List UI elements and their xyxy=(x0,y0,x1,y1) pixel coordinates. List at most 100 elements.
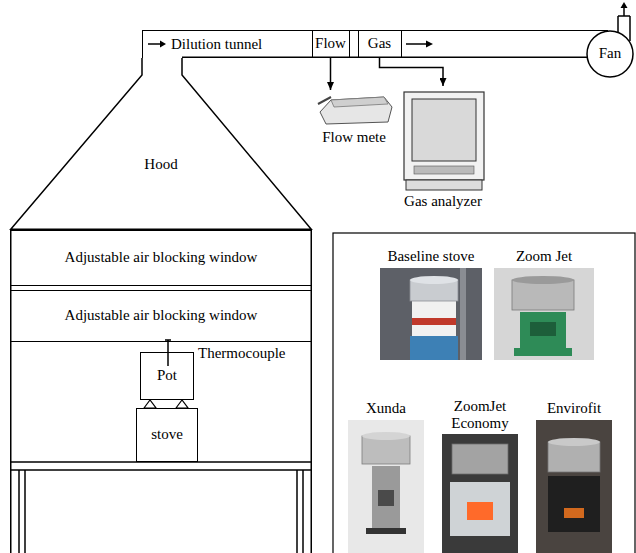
node-text: Xunda xyxy=(366,400,406,417)
node-text: Hood xyxy=(144,156,177,173)
node-text: Dilution tunnel xyxy=(171,36,262,53)
photo-ground xyxy=(380,268,482,360)
node-text: Envirofit xyxy=(547,400,601,417)
meter-probe xyxy=(318,97,331,104)
analyzer-body xyxy=(404,92,484,180)
node-text: stove xyxy=(151,426,183,443)
node-text: Baseline stove xyxy=(387,248,474,265)
photo-ground xyxy=(442,434,518,553)
node-text: Zoom Jet xyxy=(516,248,572,265)
analyzer-keys xyxy=(414,166,474,174)
pot-supports xyxy=(144,400,188,408)
photo-stove xyxy=(520,312,566,348)
photo-fire xyxy=(564,508,584,518)
duct-lines xyxy=(182,57,606,59)
support xyxy=(144,400,156,408)
photo-stove xyxy=(450,482,510,536)
part-label: Thermocouple xyxy=(198,345,285,362)
stove-photo: Xunda xyxy=(346,400,426,553)
photo-stand xyxy=(410,336,458,360)
photo-panel xyxy=(333,233,635,553)
cabinet-leg xyxy=(302,470,304,553)
node-text: Gas analyzer xyxy=(404,193,482,210)
node-text: Adjustable air blocking window xyxy=(65,307,258,324)
connector-arrow xyxy=(330,58,332,91)
node-text: Gas xyxy=(368,35,391,52)
cabinet-leg xyxy=(24,470,26,553)
photo-pot xyxy=(548,442,600,472)
node-text: Adjustable air blocking window xyxy=(65,249,258,266)
photo-baseline-stove xyxy=(380,268,482,360)
cabinet-leg xyxy=(18,470,20,553)
photo-pot xyxy=(512,280,574,310)
photo-fire xyxy=(467,502,493,520)
photo-envirofit xyxy=(536,420,612,553)
photo-pot xyxy=(452,444,508,474)
photo-stove xyxy=(548,476,600,532)
photo-ground xyxy=(348,420,424,553)
rod xyxy=(167,340,169,366)
flow-section: Flow xyxy=(312,30,350,58)
thermocouple-rod xyxy=(165,340,171,366)
flow-meter-picture xyxy=(318,97,392,124)
support xyxy=(176,400,188,408)
arrow-head xyxy=(621,2,628,8)
dilution-tunnel: Dilution tunnel Flow Gas xyxy=(142,30,608,58)
duct-wall xyxy=(182,57,606,59)
flow-meter: Flow mete xyxy=(312,90,396,146)
photo-lid xyxy=(548,438,600,446)
analyzer-base xyxy=(406,180,482,190)
cabinet-frame xyxy=(10,230,312,553)
photo-stand xyxy=(366,528,406,534)
arrow-shaft xyxy=(406,43,427,45)
arrow-shaft xyxy=(623,7,625,16)
photo-ground xyxy=(536,420,612,553)
photo-lid xyxy=(410,276,458,284)
outlet-wall xyxy=(617,16,619,32)
gas-section: Gas xyxy=(358,30,402,58)
stove-photo: ZoomJet Economy xyxy=(440,398,520,553)
gas-analyzer: Gas analyzer xyxy=(396,86,490,210)
photo-zoomjet-economy xyxy=(442,434,518,553)
cabinet-leg xyxy=(296,470,298,553)
stove-box: stove xyxy=(136,408,198,462)
pot-box: Pot xyxy=(140,352,194,400)
hood-outline xyxy=(11,58,312,229)
node-text: ZoomJet Economy xyxy=(440,398,520,433)
meter-top xyxy=(331,97,388,107)
meter-body xyxy=(320,97,392,124)
photo-stove-door xyxy=(530,322,556,336)
photo-stove xyxy=(372,466,400,528)
fan-circle: Fan xyxy=(586,30,634,78)
arrow-shaft xyxy=(148,43,161,45)
node-text: Flow mete xyxy=(322,129,386,146)
arrow-head xyxy=(426,41,433,48)
photo-xunda xyxy=(348,420,424,553)
hood-shape: Hood xyxy=(10,58,312,230)
photo-stove xyxy=(412,300,456,336)
rod-cap xyxy=(165,339,171,341)
stove-photo: Envirofit xyxy=(534,400,614,553)
stove-photo: Baseline stove xyxy=(372,248,490,360)
photo-lid xyxy=(512,276,574,284)
photo-stove-door xyxy=(378,490,394,506)
photo-pole xyxy=(460,268,466,360)
node-text: Fan xyxy=(599,45,622,62)
photo-stove-base xyxy=(514,348,572,356)
photo-lid xyxy=(362,432,410,440)
photo-ground xyxy=(494,268,594,360)
outlet-wall xyxy=(629,16,631,41)
hood-outline xyxy=(10,58,312,230)
connector-arrow xyxy=(380,58,444,87)
photo-stove-band xyxy=(412,318,456,325)
gas-analyzer-picture xyxy=(404,92,484,190)
node-text: Pot xyxy=(157,367,177,384)
fan-outline xyxy=(587,31,633,77)
photo-zoom-jet xyxy=(494,268,594,360)
node-text: Flow xyxy=(315,35,346,52)
shelf xyxy=(10,469,312,471)
air-window-band: Adjustable air blocking window xyxy=(10,290,312,342)
